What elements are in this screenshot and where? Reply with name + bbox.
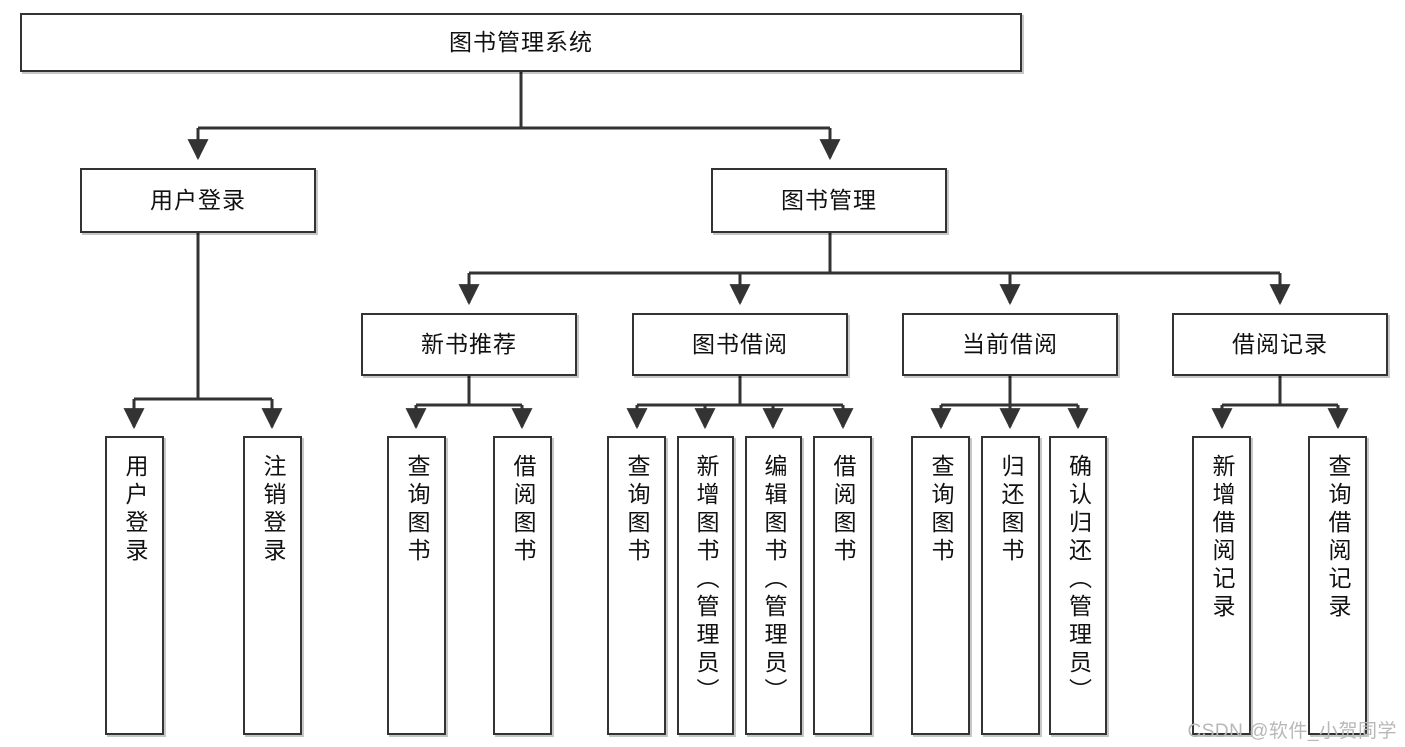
node-leaf-query-book-2-label: 查询图书 — [624, 454, 650, 566]
node-leaf-logout[interactable]: 注销登录 — [243, 436, 302, 735]
node-leaf-edit-book[interactable]: 编辑图书（管理员） — [745, 436, 802, 735]
node-new-book-rec-label: 新书推荐 — [421, 330, 517, 357]
node-root-label: 图书管理系统 — [449, 28, 593, 55]
node-book-borrow[interactable]: 图书借阅 — [632, 313, 848, 376]
node-user-login[interactable]: 用户登录 — [80, 168, 316, 233]
node-leaf-query-book-1-label: 查询图书 — [404, 454, 430, 566]
node-new-book-rec[interactable]: 新书推荐 — [361, 313, 577, 376]
node-leaf-query-book-3-label: 查询图书 — [928, 454, 954, 566]
node-current-borrow-label: 当前借阅 — [962, 330, 1058, 357]
node-leaf-confirm-return[interactable]: 确认归还（管理员） — [1049, 436, 1107, 735]
node-leaf-add-record[interactable]: 新增借阅记录 — [1192, 436, 1251, 735]
node-book-manage-label: 图书管理 — [781, 186, 877, 213]
node-leaf-add-record-label: 新增借阅记录 — [1209, 454, 1235, 622]
node-leaf-confirm-return-label: 确认归还（管理员） — [1065, 454, 1092, 706]
node-borrow-record-label: 借阅记录 — [1232, 330, 1328, 357]
node-leaf-user-login[interactable]: 用户登录 — [105, 436, 164, 735]
node-book-borrow-label: 图书借阅 — [692, 330, 788, 357]
node-leaf-edit-book-label: 编辑图书（管理员） — [761, 454, 787, 706]
node-leaf-user-login-label: 用户登录 — [122, 454, 148, 566]
node-leaf-add-book-label: 新增图书（管理员） — [693, 454, 719, 706]
node-leaf-add-book[interactable]: 新增图书（管理员） — [677, 436, 734, 735]
node-book-manage[interactable]: 图书管理 — [711, 168, 947, 233]
node-leaf-query-record[interactable]: 查询借阅记录 — [1308, 436, 1367, 735]
node-leaf-borrow-book-1-label: 借阅图书 — [510, 454, 536, 566]
node-user-login-label: 用户登录 — [150, 186, 246, 213]
node-leaf-return-book-label: 归还图书 — [998, 454, 1024, 566]
node-leaf-query-book-1[interactable]: 查询图书 — [387, 436, 446, 735]
node-current-borrow[interactable]: 当前借阅 — [902, 313, 1118, 376]
node-leaf-query-record-label: 查询借阅记录 — [1325, 454, 1351, 622]
node-borrow-record[interactable]: 借阅记录 — [1172, 313, 1388, 376]
node-root[interactable]: 图书管理系统 — [20, 13, 1022, 72]
node-leaf-query-book-3[interactable]: 查询图书 — [911, 436, 970, 735]
node-leaf-query-book-2[interactable]: 查询图书 — [607, 436, 666, 735]
node-leaf-return-book[interactable]: 归还图书 — [981, 436, 1040, 735]
node-leaf-borrow-book-1[interactable]: 借阅图书 — [493, 436, 552, 735]
node-leaf-borrow-book-2[interactable]: 借阅图书 — [813, 436, 872, 735]
node-leaf-borrow-book-2-label: 借阅图书 — [830, 454, 856, 566]
node-leaf-logout-label: 注销登录 — [260, 454, 286, 566]
